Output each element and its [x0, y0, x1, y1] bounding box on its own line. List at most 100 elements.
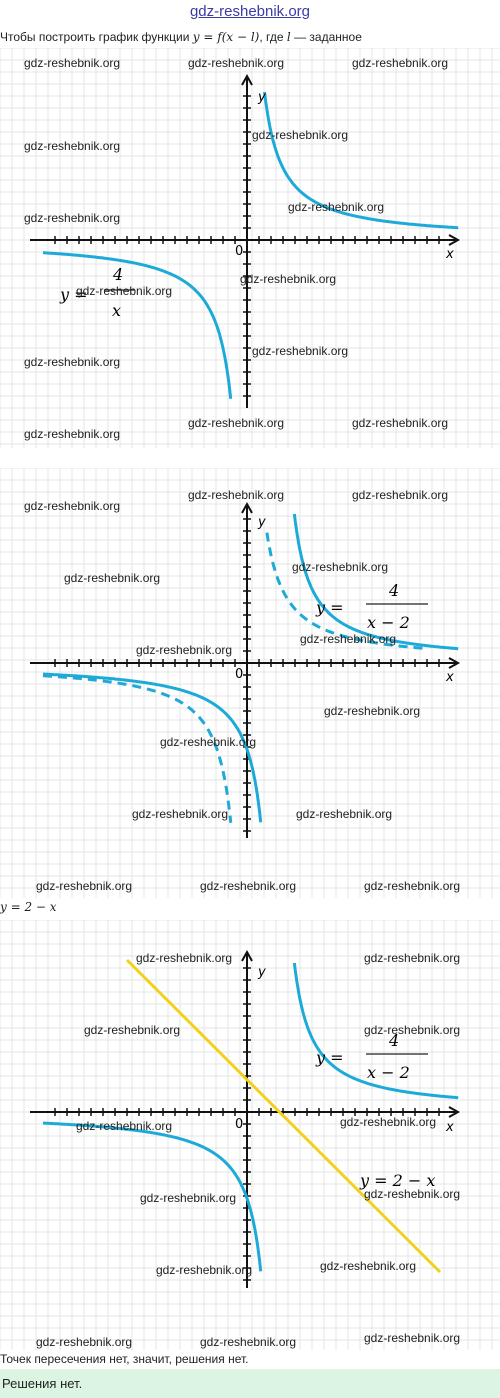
watermark: gdz-reshebnik.org: [296, 807, 392, 821]
watermark: gdz-reshebnik.org: [292, 560, 388, 574]
watermark: gdz-reshebnik.org: [36, 1335, 132, 1349]
watermark: gdz-reshebnik.org: [320, 1259, 416, 1273]
answer-box: Решения нет.: [0, 1369, 500, 1398]
graph-3-x-label: x: [445, 1120, 454, 1135]
graph-1-formula-lhs: y =: [59, 285, 88, 304]
graph-3-formula-lhs: y =: [315, 1048, 344, 1067]
graph-2-shifted-hyperbola-right: [292, 513, 459, 651]
graph-1-svg: y x 0 y = 4 x gdz-reshebnik.org gdz-resh…: [0, 48, 500, 448]
watermark: gdz-reshebnik.org: [364, 1187, 460, 1201]
y-axis-arrow: [241, 73, 253, 86]
watermark: gdz-reshebnik.org: [364, 1023, 460, 1037]
graph-3-hyperbola-right: [292, 962, 459, 1100]
watermark: gdz-reshebnik.org: [200, 1335, 296, 1349]
graph-1-watermarks: gdz-reshebnik.org gdz-reshebnik.org gdz-…: [24, 56, 448, 441]
graph-2-formula-den: x − 2: [367, 613, 410, 632]
watermark: gdz-reshebnik.org: [188, 416, 284, 430]
watermark: gdz-reshebnik.org: [352, 416, 448, 430]
graph-1-origin-label: 0: [235, 244, 243, 259]
watermark: gdz-reshebnik.org: [160, 735, 256, 749]
conclusion-text: Точек пересечения нет, значит, решения н…: [0, 1352, 249, 1366]
intro-lead: Чтобы построить график функции: [0, 30, 190, 44]
intro-after: , где: [259, 30, 284, 44]
graph-2-axes: [30, 501, 461, 838]
graph-1-hyperbola-left: [42, 251, 233, 399]
watermark: gdz-reshebnik.org: [364, 879, 460, 893]
graph-3-line: [125, 958, 442, 1274]
graph-3-svg: y x 0 y = 4 x − 2 y = 2 − x gdz-reshebni…: [0, 920, 500, 1350]
watermark: gdz-reshebnik.org: [364, 1331, 460, 1345]
watermark: gdz-reshebnik.org: [136, 951, 232, 965]
y-axis-arrow: [241, 501, 253, 514]
graph-3-y-label: y: [257, 965, 266, 980]
intro-formula: y = f(x − l): [192, 30, 260, 44]
graph-1-grid: [0, 48, 500, 448]
watermark: gdz-reshebnik.org: [24, 139, 120, 153]
graph-2-svg: y x 0 y = 4 x − 2 gdz-reshebnik.org gdz-…: [0, 468, 500, 898]
watermark: gdz-reshebnik.org: [188, 56, 284, 70]
graph-2-formula-num: 4: [388, 581, 399, 600]
x-axis-arrow: [448, 1106, 461, 1118]
watermark: gdz-reshebnik.org: [300, 632, 396, 646]
graph-3-line-label: y = 2 − x: [359, 1171, 435, 1190]
graph-3-axes: [30, 949, 461, 1288]
graph-1-x-label: x: [445, 247, 454, 262]
watermark: gdz-reshebnik.org: [252, 344, 348, 358]
graph-3: y x 0 y = 4 x − 2 y = 2 − x gdz-reshebni…: [0, 920, 500, 1350]
graph-2-origin-label: 0: [235, 667, 243, 682]
graph-2-x-label: x: [445, 670, 454, 685]
watermark: gdz-reshebnik.org: [132, 807, 228, 821]
watermark: gdz-reshebnik.org: [84, 1023, 180, 1037]
watermark: gdz-reshebnik.org: [252, 128, 348, 142]
site-title[interactable]: gdz-reshebnik.org: [189, 3, 311, 20]
graph-3-formula-num: 4: [388, 1031, 399, 1050]
y-axis-arrow: [241, 949, 253, 962]
graph-3-watermarks: gdz-reshebnik.org gdz-reshebnik.org gdz-…: [76, 951, 460, 1345]
watermark: gdz-reshebnik.org: [24, 355, 120, 369]
watermark: gdz-reshebnik.org: [156, 1263, 252, 1277]
watermark: gdz-reshebnik.org: [24, 56, 120, 70]
graph-2-base-hyperbola-right: [265, 532, 428, 651]
x-axis-arrow: [448, 234, 461, 246]
watermark: gdz-reshebnik.org: [200, 879, 296, 893]
graph-1-y-label: y: [257, 90, 266, 105]
watermark: gdz-reshebnik.org: [352, 56, 448, 70]
graph-2: y x 0 y = 4 x − 2 gdz-reshebnik.org gdz-…: [0, 468, 500, 898]
watermark: gdz-reshebnik.org: [136, 643, 232, 657]
watermark: gdz-reshebnik.org: [240, 272, 336, 286]
graph-2-shifted-hyperbola-left: [43, 672, 263, 823]
watermark: gdz-reshebnik.org: [188, 488, 284, 502]
graph-2-grid: [0, 468, 500, 898]
graph-2-formula-lhs: y =: [315, 598, 344, 617]
graph-2-y-label: y: [257, 515, 266, 530]
watermark: gdz-reshebnik.org: [76, 1119, 172, 1133]
watermark: gdz-reshebnik.org: [340, 1115, 436, 1129]
watermark: gdz-reshebnik.org: [76, 284, 172, 298]
graph-3-hyperbola-left: [43, 1121, 263, 1272]
watermark: gdz-reshebnik.org: [24, 211, 120, 225]
intro-l: l: [286, 30, 291, 44]
watermark: gdz-reshebnik.org: [364, 951, 460, 965]
x-axis-arrow: [448, 657, 461, 669]
graph-1-formula-num: 4: [112, 265, 123, 284]
graph-3-formula-den: x − 2: [367, 1063, 410, 1082]
intro-tail: — заданное: [294, 30, 362, 44]
watermark: gdz-reshebnik.org: [352, 488, 448, 502]
graph-1-axes: [30, 73, 461, 408]
graph-2-base-hyperbola-left: [42, 674, 233, 823]
graph-1-hyperbola-right: [263, 91, 459, 230]
graph-3-grid: [0, 920, 500, 1350]
watermark: gdz-reshebnik.org: [24, 499, 120, 513]
graph-1: y x 0 y = 4 x gdz-reshebnik.org gdz-resh…: [0, 48, 500, 448]
watermark: gdz-reshebnik.org: [288, 200, 384, 214]
line-caption: y = 2 − x: [0, 900, 57, 914]
watermark: gdz-reshebnik.org: [36, 879, 132, 893]
graph-2-watermarks: gdz-reshebnik.org gdz-reshebnik.org gdz-…: [24, 488, 460, 893]
intro-text: Чтобы построить график функции y = f(x −…: [0, 29, 500, 45]
graph-3-origin-label: 0: [235, 1117, 243, 1132]
bottom-watermarks: gdz-reshebnik.org gdz-reshebnik.org: [0, 1334, 500, 1350]
graph-1-formula-den: x: [112, 301, 121, 320]
watermark: gdz-reshebnik.org: [64, 571, 160, 585]
bottom-watermarks-svg: gdz-reshebnik.org gdz-reshebnik.org: [36, 1335, 296, 1349]
watermark: gdz-reshebnik.org: [324, 704, 420, 718]
